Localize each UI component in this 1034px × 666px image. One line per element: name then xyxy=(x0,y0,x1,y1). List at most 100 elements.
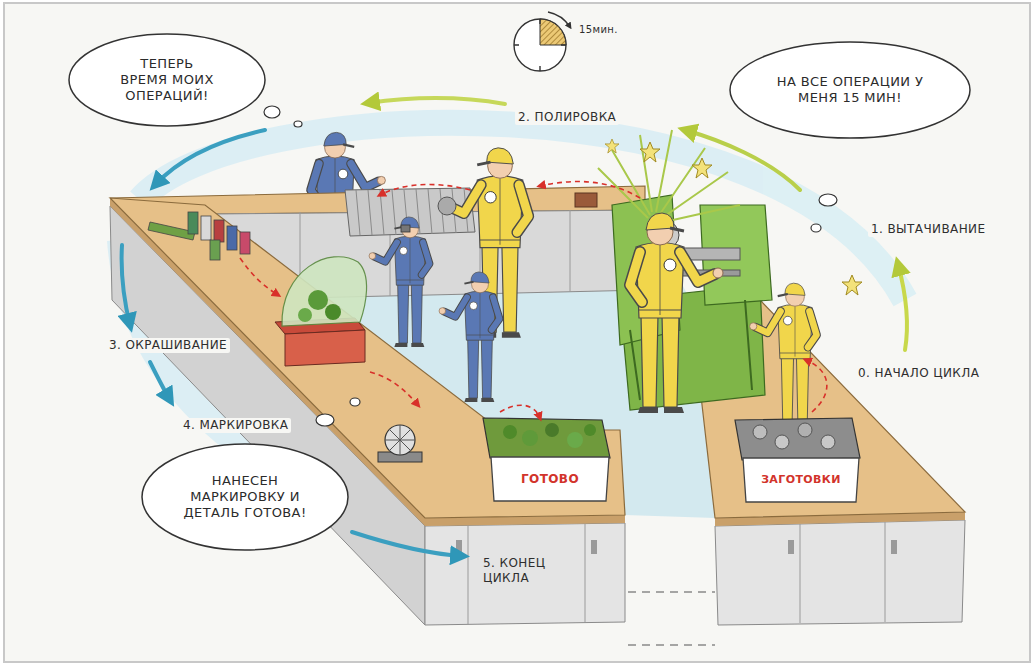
cycle-arrow xyxy=(150,362,170,400)
part-flow-arrow xyxy=(370,372,418,405)
thought-dots xyxy=(811,224,821,232)
frame xyxy=(4,3,1030,662)
blank-bin xyxy=(735,418,860,460)
cycle-arrow xyxy=(155,130,265,185)
finished-bin xyxy=(483,418,610,458)
left-bench xyxy=(110,198,625,625)
step-label: 0. НАЧАЛО ЦИКЛА xyxy=(855,366,982,381)
clock-symbol xyxy=(514,19,566,71)
worker-yellow xyxy=(630,213,723,413)
step-label: 2. ПОЛИРОВКА xyxy=(515,110,619,125)
bin-label: ГОТОВО xyxy=(490,456,610,502)
cycle-arrow xyxy=(685,130,800,190)
part-flow-arrow xyxy=(240,258,278,295)
clock-symbol xyxy=(540,19,566,45)
thought-dots xyxy=(819,194,837,206)
marking-roller xyxy=(385,425,415,455)
thought-dots xyxy=(316,414,334,426)
spark-stars xyxy=(605,139,619,153)
step-label: 3. ОКРАШИВАНИЕ xyxy=(106,338,230,353)
time-label: 15мин. xyxy=(576,24,621,37)
paint-booth xyxy=(275,257,367,366)
right-bench xyxy=(788,540,794,554)
cycle-arrow xyxy=(122,245,130,325)
worker-blue xyxy=(439,272,499,402)
finished-bin xyxy=(503,425,517,439)
finished-bin xyxy=(567,432,583,448)
bin-front xyxy=(491,457,609,501)
part-flow-arrow xyxy=(540,182,640,198)
polishing-wheel xyxy=(438,197,456,215)
bin-label: ЗАГОТОВКИ xyxy=(742,457,860,503)
speech-bubble: ТЕПЕРЬ ВРЕМЯ МОИХ ОПЕРАЦИЙ! xyxy=(67,32,267,128)
part-flow-arrow xyxy=(806,360,827,412)
bin-text: ГОТОВО xyxy=(521,472,579,487)
clock-symbol xyxy=(514,19,566,71)
step-label: 5. КОНЕЦ ЦИКЛА xyxy=(480,556,572,586)
sparks xyxy=(598,130,740,222)
clock-symbol xyxy=(514,12,570,71)
step-label: 4. МАРКИРОВКА xyxy=(180,418,291,433)
parts-box xyxy=(575,193,597,207)
bubble-text: ТЕПЕРЬ ВРЕМЯ МОИХ ОПЕРАЦИЙ! xyxy=(117,56,217,105)
blank-bin xyxy=(798,423,812,437)
thought-dots xyxy=(350,398,360,406)
paint-booth xyxy=(298,308,312,322)
part-flow-arrow xyxy=(500,405,540,418)
blank-bin xyxy=(735,418,860,460)
cycle-arrow xyxy=(352,532,462,556)
paint-bottles xyxy=(188,212,198,234)
blank-bin xyxy=(775,435,789,449)
spark-stars xyxy=(640,142,660,162)
bubble-outline xyxy=(142,444,348,550)
left-bench xyxy=(468,524,585,624)
right-bench xyxy=(891,540,897,554)
part-flow-arrow xyxy=(380,185,470,195)
left-bench xyxy=(591,540,597,554)
dashed-guide xyxy=(628,644,715,645)
thought-dots xyxy=(264,106,837,426)
blank-bin xyxy=(753,425,767,439)
paint-booth xyxy=(325,304,341,320)
finished-bin xyxy=(545,423,559,437)
bubble-text: НА ВСЕ ОПЕРАЦИИ У МЕНЯ 15 МИН! xyxy=(776,74,924,107)
left-bench xyxy=(456,540,462,554)
sparks xyxy=(598,130,740,222)
paint-bottles xyxy=(201,216,211,240)
right-bench xyxy=(800,522,885,623)
part-flow-arrow xyxy=(240,182,827,418)
worker-yellow xyxy=(750,283,817,427)
paint-booth xyxy=(285,330,365,366)
left-bench xyxy=(425,523,625,625)
blank-bin xyxy=(821,435,835,449)
finished-bin xyxy=(584,424,596,436)
bin-front xyxy=(743,458,859,502)
thought-dots xyxy=(294,121,302,127)
clock-symbol xyxy=(548,12,570,27)
finished-bin xyxy=(483,418,610,458)
spark-stars xyxy=(692,158,712,178)
bin-text: ЗАГОТОВКИ xyxy=(761,473,841,487)
cycle-arrow xyxy=(898,264,907,350)
paint-bottles xyxy=(148,212,250,260)
marking-roller xyxy=(385,425,415,455)
paint-mask xyxy=(401,225,410,232)
finished-bin xyxy=(522,430,538,446)
paint-booth xyxy=(282,257,367,326)
marking-roller xyxy=(378,425,422,462)
bubble-outline xyxy=(69,34,265,126)
paint-bottles xyxy=(227,226,237,250)
bubble-text: НАНЕСЕН МАРКИРОВКУ И ДЕТАЛЬ ГОТОВА! xyxy=(178,473,312,522)
paint-booth xyxy=(308,290,328,310)
paint-bottles xyxy=(240,232,250,254)
paint-bottles xyxy=(210,240,220,260)
step-label: 1. ВЫТАЧИВАНИЕ xyxy=(868,222,988,237)
right-bench xyxy=(715,520,965,625)
thought-dots xyxy=(264,106,280,118)
speech-bubble: НАНЕСЕН МАРКИРОВКУ И ДЕТАЛЬ ГОТОВА! xyxy=(140,442,350,552)
dashed-guide xyxy=(628,592,715,645)
worker-blue xyxy=(369,217,429,347)
cycle-arrow xyxy=(122,98,907,556)
speech-bubble: НА ВСЕ ОПЕРАЦИИ У МЕНЯ 15 МИН! xyxy=(728,40,972,140)
